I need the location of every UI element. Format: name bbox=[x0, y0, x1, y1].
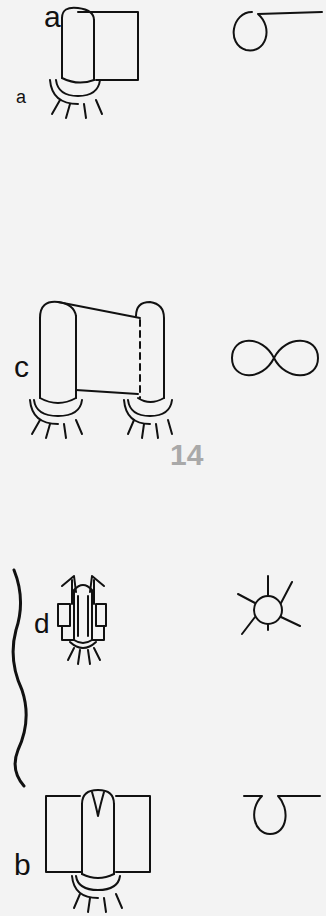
symbol-a bbox=[234, 12, 322, 50]
panel-letter: a bbox=[44, 2, 61, 32]
cylinder-sheet-a bbox=[50, 8, 138, 118]
star-bundle-d bbox=[58, 576, 106, 664]
symbol-d bbox=[238, 576, 300, 634]
panel-letter: b bbox=[14, 850, 31, 880]
panel-letter: d bbox=[34, 610, 50, 638]
two-cylinders-c bbox=[30, 302, 172, 438]
panel-letter: a bbox=[16, 88, 26, 106]
panel-letter: c bbox=[14, 352, 29, 382]
figure-number: 14 bbox=[170, 440, 203, 470]
symbol-c bbox=[232, 341, 318, 376]
cylinder-sheet-b bbox=[46, 790, 150, 912]
symbol-b bbox=[244, 796, 320, 834]
edge-curve bbox=[13, 570, 26, 786]
